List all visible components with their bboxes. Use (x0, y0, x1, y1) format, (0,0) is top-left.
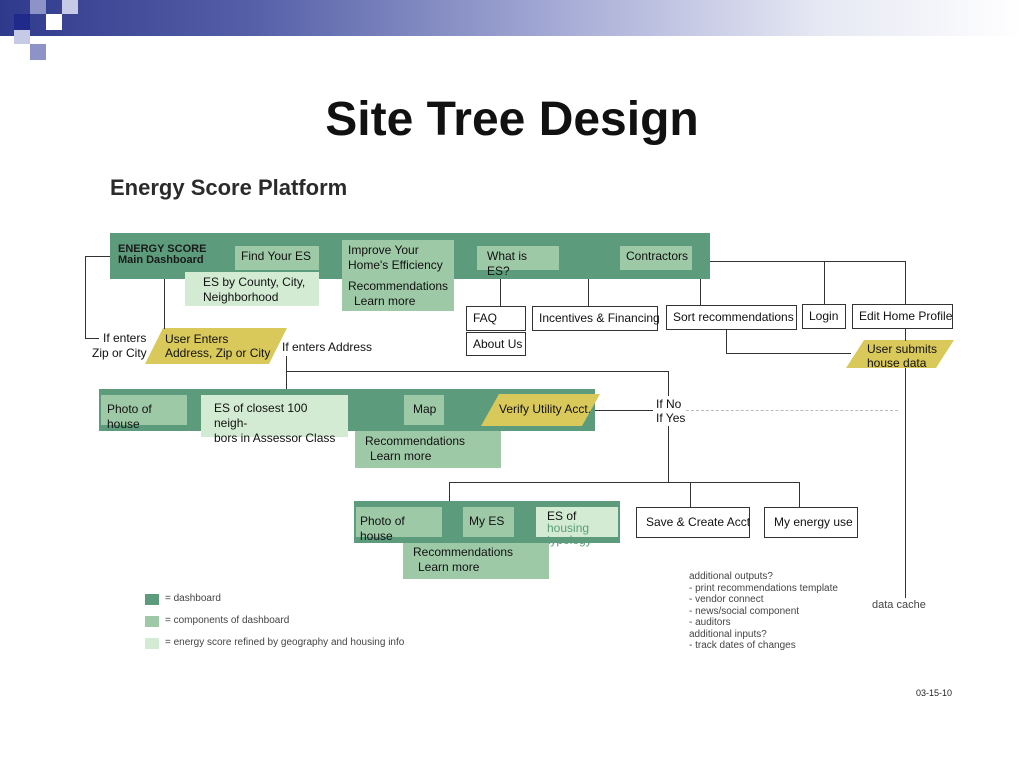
connector-line (595, 410, 653, 411)
legend-item: = dashboard (145, 588, 404, 610)
address-recommendations[interactable]: Recommendations Learn more (355, 431, 501, 468)
note-line: - vendor connect (689, 594, 764, 605)
about-us-link[interactable]: About Us (466, 332, 526, 356)
connector-line (668, 426, 669, 483)
connector-line (726, 330, 727, 353)
faq-link[interactable]: FAQ (466, 306, 526, 331)
legend-swatch (145, 593, 159, 605)
note-line: additional inputs? (689, 628, 767, 640)
connector-line (85, 338, 99, 339)
dashed-connector (686, 410, 898, 411)
decor-square (62, 0, 78, 14)
connector-line (690, 482, 691, 507)
note-line: - auditors (689, 617, 731, 628)
connector-line (286, 356, 287, 389)
connector-line (449, 482, 450, 501)
decor-square (14, 14, 30, 30)
legend-item: = energy score refined by geography and … (145, 632, 404, 654)
connector-line (726, 353, 851, 354)
connector-line (905, 368, 906, 598)
verified-recommendations[interactable]: Recommendations Learn more (403, 543, 549, 579)
page-title: Site Tree Design (325, 93, 699, 146)
connector-line (500, 279, 501, 306)
connector-line (668, 371, 669, 396)
connector-line (824, 261, 825, 304)
map[interactable]: Map (404, 395, 444, 425)
incentives-link[interactable]: Incentives & Financing (532, 306, 660, 331)
main-dashboard-title: ENERGY SCORE Main Dashboard (118, 243, 207, 266)
legend-label: = dashboard (165, 593, 221, 605)
note-line: - news/social component (689, 605, 800, 617)
note-line: additional outputs? (689, 571, 773, 582)
sort-recommendations-link[interactable]: Sort recommendations (666, 305, 797, 330)
user-submits-house-data[interactable]: User submits house data (846, 340, 954, 368)
my-energy-use[interactable]: My energy use (764, 507, 858, 538)
decor-square (14, 30, 30, 44)
es-by-county[interactable]: ES by County, City, Neighborhood (185, 272, 319, 306)
note-line: - print recommendations template (689, 582, 838, 594)
date-label: 03-15-10 (916, 688, 953, 698)
what-is-es[interactable]: What is ES? (477, 246, 559, 278)
es-of-housing-typology[interactable]: ES of housing typology (536, 507, 618, 546)
data-cache-label: data cache (872, 599, 926, 611)
main-recommendations[interactable]: Recommendations Learn more (342, 278, 454, 311)
connector-line (905, 329, 906, 341)
legend-label: = energy score refined by geography and … (165, 637, 405, 649)
connector-line (905, 261, 906, 304)
if-enters-zip-label: If enters Zip or City (92, 331, 147, 360)
photo-of-house[interactable]: Photo of house (101, 395, 187, 431)
connector-line (799, 482, 800, 507)
edit-home-profile-link[interactable]: Edit Home Profile (852, 304, 953, 329)
decor-square (46, 14, 62, 30)
if-no-label: If No (656, 397, 682, 411)
decor-square (30, 0, 46, 14)
decor-square (30, 44, 46, 60)
if-enters-address-label: If enters Address (282, 340, 373, 354)
note-line: - track dates of changes (689, 640, 796, 651)
legend-label: = components of dashboard (165, 615, 290, 627)
notes: additional outputs? - print recommendati… (689, 571, 838, 652)
connector-line (588, 279, 589, 306)
my-es[interactable]: My ES (463, 507, 514, 537)
legend-swatch (145, 637, 159, 649)
connector-line (286, 371, 669, 372)
verified-photo-of-house[interactable]: Photo of house (356, 507, 442, 543)
es-closest-100[interactable]: ES of closest 100 neigh- bors in Assesso… (201, 395, 348, 445)
connector-line (164, 279, 165, 329)
legend-item: = components of dashboard (145, 610, 404, 632)
if-yes-label: If Yes (656, 411, 686, 425)
legend-swatch (145, 615, 159, 627)
user-enters-address[interactable]: User Enters Address, Zip or City (145, 328, 287, 364)
find-your-es[interactable]: Find Your ES (235, 246, 319, 270)
connector-line (85, 256, 86, 339)
connector-line (449, 482, 800, 483)
top-banner (0, 0, 1024, 36)
connector-line (85, 256, 110, 257)
improve-efficiency[interactable]: Improve Your Home's Efficiency (342, 240, 454, 278)
connector-line (700, 279, 701, 305)
diagram-subtitle: Energy Score Platform (110, 175, 348, 200)
legend: = dashboard = components of dashboard = … (145, 588, 404, 654)
verify-utility-acct[interactable]: Verify Utility Acct. (481, 394, 600, 426)
login-link[interactable]: Login (802, 304, 846, 329)
save-create-acct[interactable]: Save & Create Acct (636, 507, 750, 538)
connector-line (710, 261, 906, 262)
contractors[interactable]: Contractors (620, 246, 692, 270)
